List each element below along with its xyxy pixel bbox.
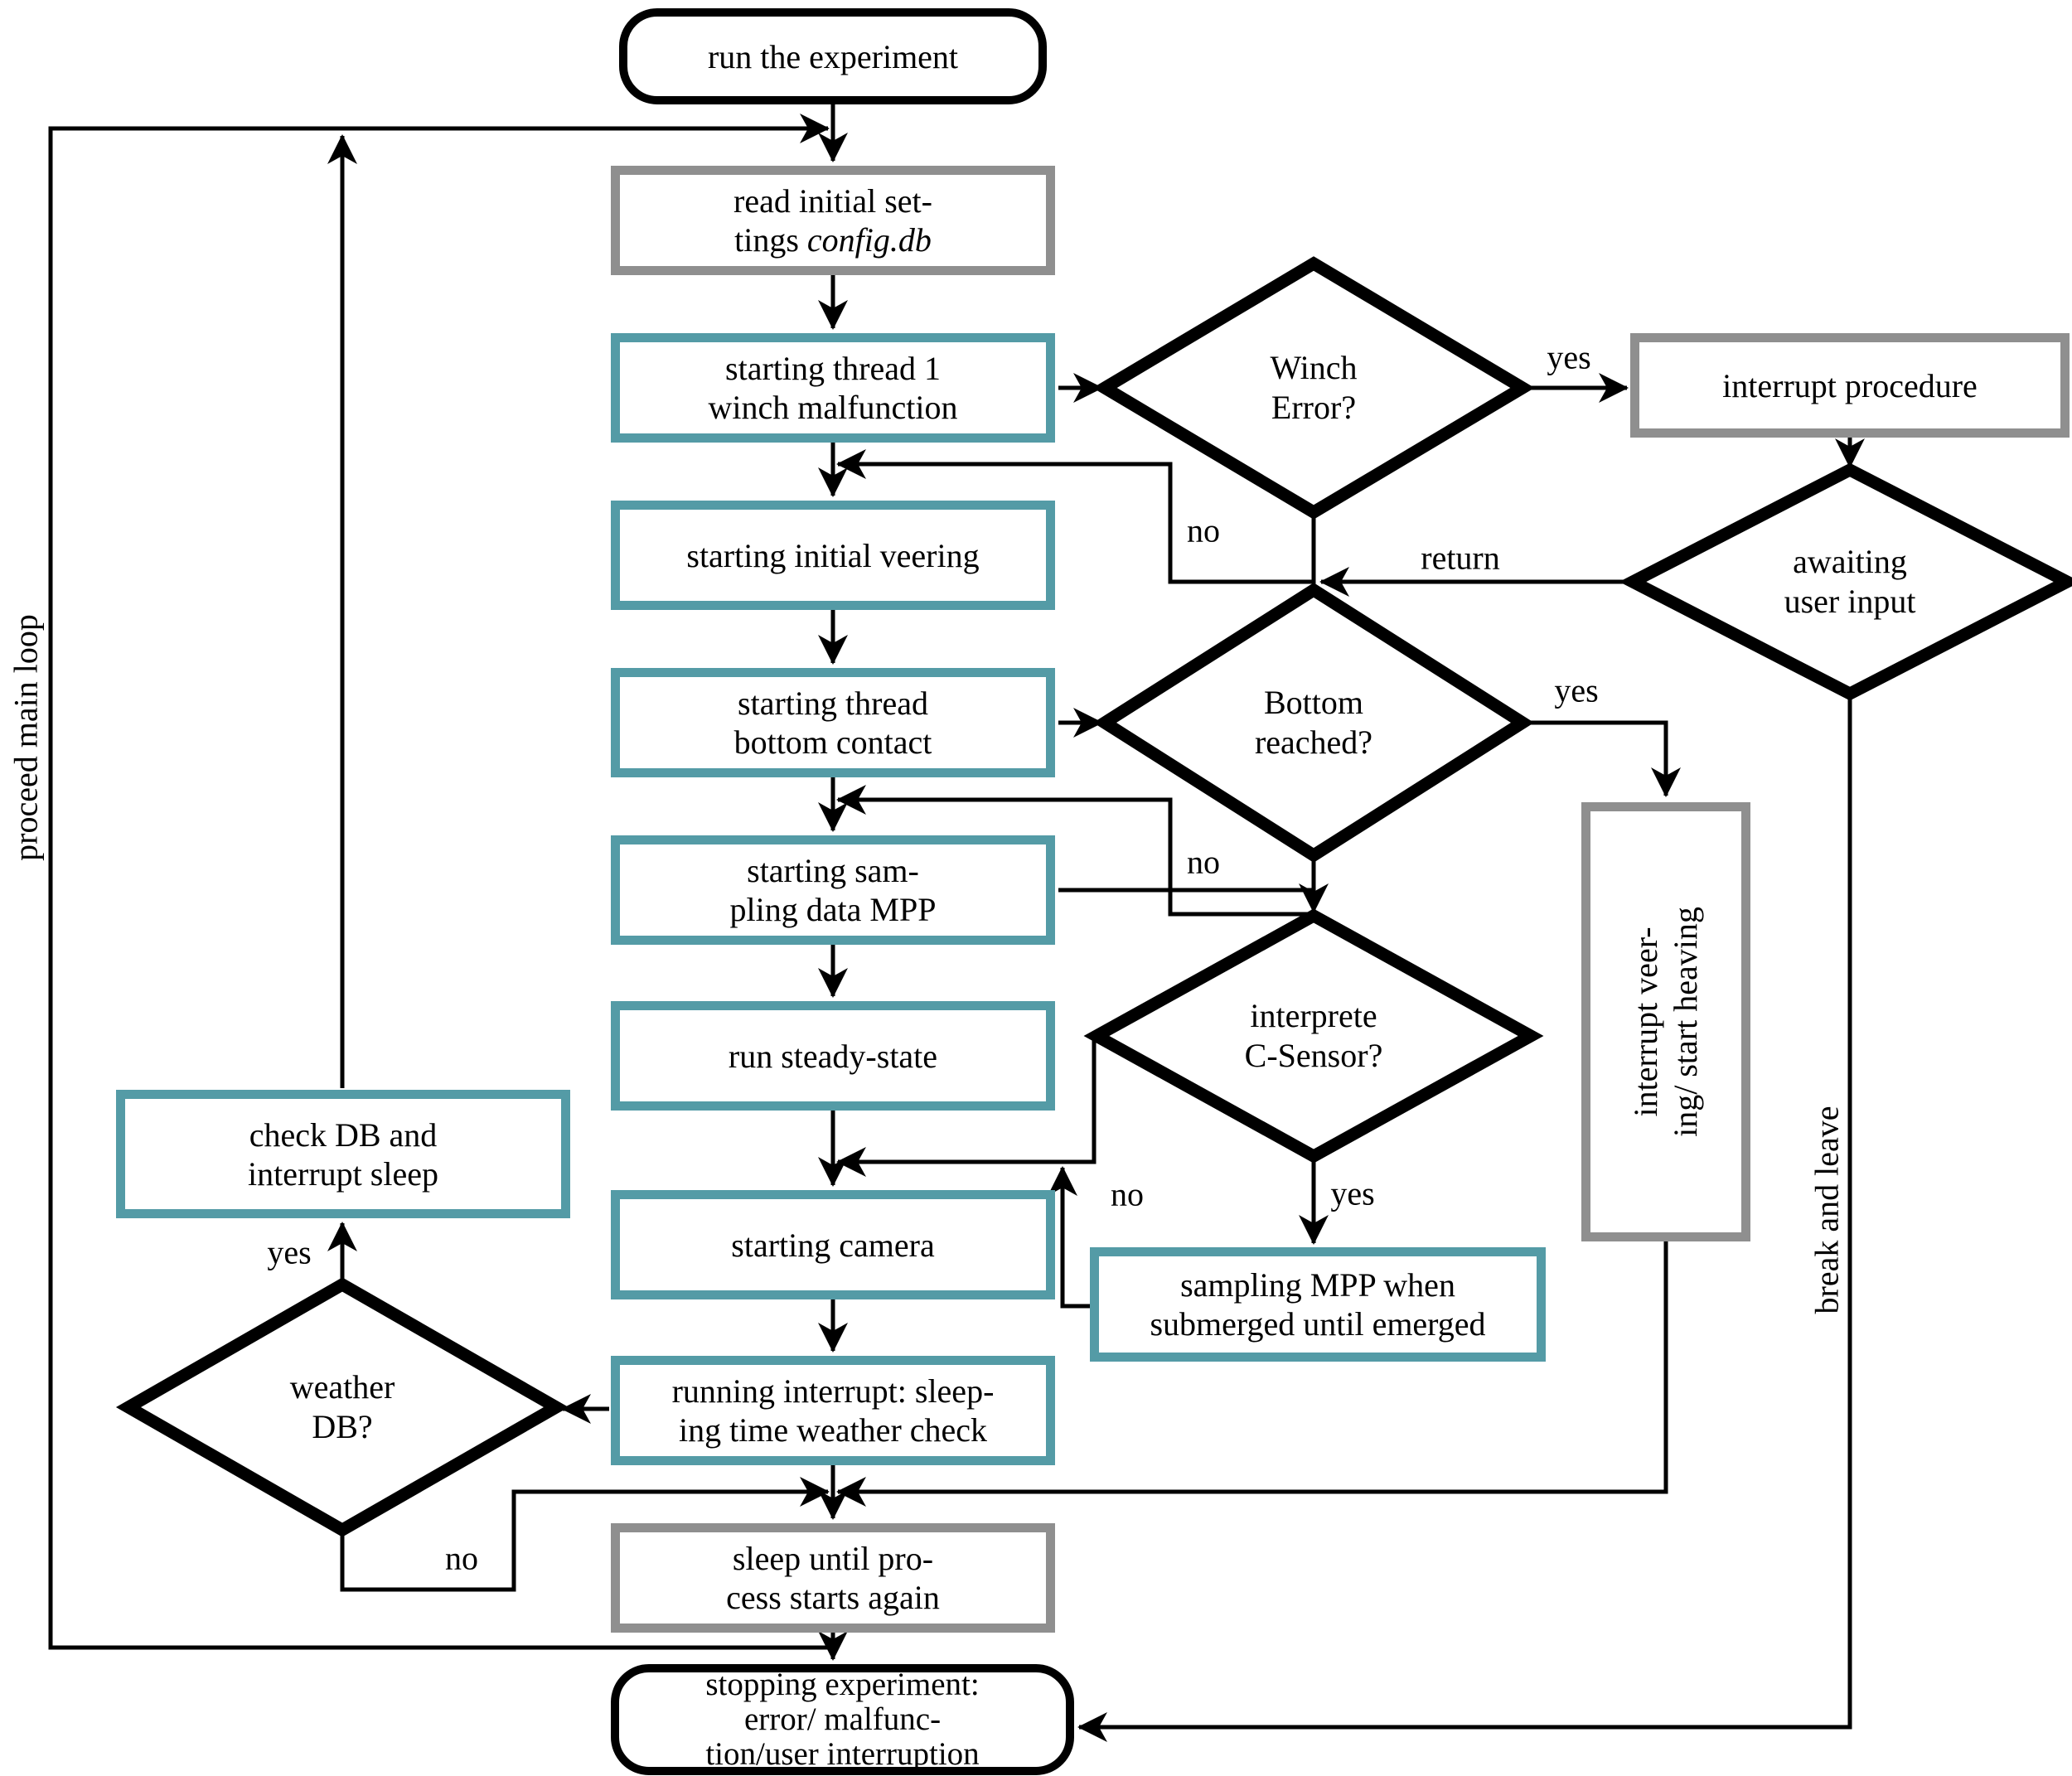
edge-sampling-to-csensordiamond: [1058, 883, 1329, 914]
node-thread1-winch: starting thread 1 winch malfunction: [611, 333, 1055, 443]
node-interrupt-veering: [1581, 802, 1750, 1241]
node-interrupt-procedure-label: interrupt procedure: [1722, 366, 1978, 404]
label-proceed-main-loop: proceed main loop: [7, 614, 45, 861]
node-steady-state-label: run steady-state: [728, 1037, 938, 1075]
weather-db-label: weather DB?: [290, 1367, 395, 1447]
node-camera-label: starting camera: [731, 1226, 935, 1264]
winch-error-line2: Error?: [1271, 389, 1357, 426]
edge-veeringbox-return: [835, 1241, 1668, 1507]
node-sampling-submerged: sampling MPP when submerged until emerge…: [1090, 1247, 1546, 1362]
node-running-interrupt-line2: ing time weather check: [678, 1411, 988, 1449]
label-weather-yes: yes: [267, 1233, 312, 1271]
weather-db-line2: DB?: [312, 1408, 373, 1445]
bottom-reached-label: Bottom reached?: [1255, 683, 1372, 762]
node-read-settings-line2: tings config.db: [734, 220, 932, 259]
node-sampling-submerged-line1: sampling MPP when: [1180, 1266, 1455, 1304]
c-sensor-line2: C-Sensor?: [1244, 1037, 1383, 1074]
winch-error-diamond: [1092, 256, 1535, 520]
node-interrupt-procedure: interrupt procedure: [1630, 333, 2070, 438]
label-break-and-leave: break and leave: [1808, 1106, 1846, 1314]
edge-weather-no: [340, 1477, 830, 1592]
label-csensor-no: no: [1111, 1175, 1144, 1213]
node-sampling-mpp: starting sam- pling data MPP: [611, 835, 1055, 945]
label-weather-no: no: [445, 1539, 478, 1577]
node-sleep: sleep until pro- cess starts again: [611, 1523, 1055, 1633]
node-run-experiment: run the experiment: [619, 8, 1047, 104]
edge-winch-no: [835, 449, 1316, 584]
node-running-interrupt: running interrupt: sleep- ing time weath…: [611, 1356, 1055, 1465]
node-camera: starting camera: [611, 1190, 1055, 1299]
weather-db-diamond: [115, 1277, 569, 1537]
label-return: return: [1421, 539, 1500, 577]
bottom-reached-line1: Bottom: [1263, 684, 1364, 721]
edge-submerged-return: [1048, 1165, 1090, 1309]
node-read-settings-line1: read initial set-: [733, 182, 932, 220]
node-interrupt-veering-line1: interrupt veer-: [1627, 927, 1664, 1117]
node-interrupt-veering-text: interrupt veer- ing/ start heaving: [1626, 907, 1706, 1137]
label-winch-yes: yes: [1547, 338, 1591, 376]
node-stopping: stopping experiment: error/ malfunc- tio…: [611, 1664, 1074, 1775]
edge-bottom-yes: [1523, 720, 1681, 798]
node-sleep-line1: sleep until pro-: [732, 1540, 934, 1577]
edge-break-and-leave: [1077, 694, 1852, 1742]
node-read-settings: read initial set- tings config.db: [611, 166, 1055, 275]
node-thread1-line1: starting thread 1: [725, 350, 941, 387]
node-check-db: check DB and interrupt sleep: [116, 1090, 570, 1218]
awaiting-input-label: awaiting user input: [1784, 542, 1916, 622]
bottom-reached-diamond: [1093, 583, 1534, 863]
node-running-interrupt-line1: running interrupt: sleep-: [671, 1372, 995, 1410]
node-steady-state: run steady-state: [611, 1001, 1055, 1111]
c-sensor-label: interprete C-Sensor?: [1245, 996, 1383, 1076]
node-read-settings-config-db: config.db: [806, 221, 932, 259]
node-stopping-line3: tion/user interruption: [705, 1736, 980, 1772]
bottom-reached-line2: reached?: [1254, 723, 1373, 761]
c-sensor-line1: interprete: [1250, 997, 1377, 1034]
node-stopping-line1: stopping experiment:: [705, 1667, 980, 1702]
node-interrupt-veering-line2: ing/ start heaving: [1667, 907, 1704, 1137]
label-bottom-no: no: [1187, 843, 1220, 881]
winch-error-label: Winch Error?: [1270, 348, 1357, 428]
node-read-settings-line2-prefix: tings: [734, 221, 807, 259]
node-bottom-contact-line2: bottom contact: [733, 723, 932, 761]
node-sampling-mpp-line2: pling data MPP: [729, 891, 937, 928]
edge-csensor-no: [835, 1036, 1097, 1177]
node-bottom-contact-line1: starting thread: [738, 685, 928, 722]
c-sensor-diamond: [1083, 908, 1544, 1164]
node-stopping-line2: error/ malfunc-: [743, 1701, 942, 1737]
label-bottom-yes: yes: [1554, 671, 1599, 709]
winch-error-line1: Winch: [1270, 349, 1358, 386]
edge-proceed-main-loop: [48, 114, 833, 1650]
node-sampling-mpp-line1: starting sam-: [747, 852, 919, 889]
node-sleep-line2: cess starts again: [726, 1579, 940, 1616]
weather-db-line1: weather: [289, 1368, 395, 1406]
label-csensor-yes: yes: [1330, 1174, 1375, 1212]
label-winch-no: no: [1187, 511, 1220, 549]
node-sampling-submerged-line2: submerged until emerged: [1150, 1305, 1486, 1343]
node-run-experiment-label: run the experiment: [707, 37, 959, 75]
node-thread1-line2: winch malfunction: [708, 389, 958, 426]
node-check-db-line1: check DB and: [249, 1115, 438, 1154]
node-initial-veering: starting initial veering: [611, 501, 1055, 610]
node-bottom-contact: starting thread bottom contact: [611, 668, 1055, 777]
awaiting-input-line1: awaiting: [1793, 543, 1907, 580]
awaiting-user-input-diamond: [1619, 462, 2072, 701]
node-check-db-line2: interrupt sleep: [248, 1154, 438, 1193]
node-initial-veering-label: starting initial veering: [686, 536, 980, 574]
awaiting-input-line2: user input: [1784, 583, 1916, 620]
